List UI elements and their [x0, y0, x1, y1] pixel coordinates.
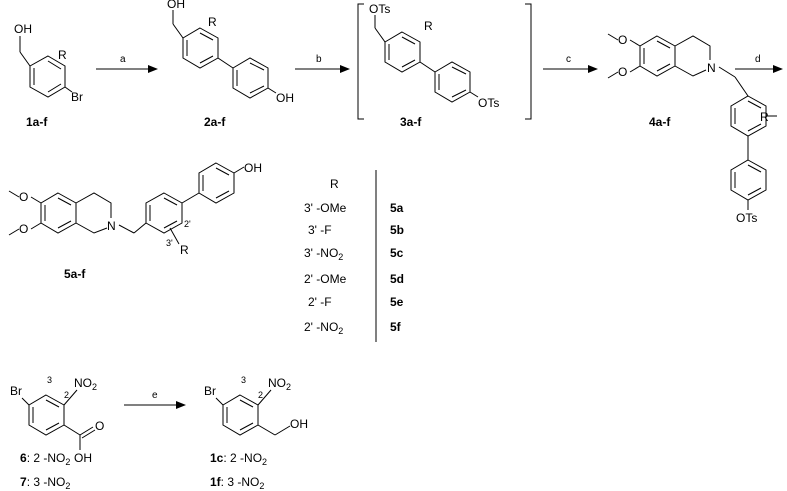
- compound-label-3: 3a-f: [400, 115, 422, 129]
- oh-label: OH: [244, 161, 262, 175]
- o-label: O: [19, 222, 28, 236]
- position-2p-label: 2': [184, 219, 191, 229]
- table-row-sub: 2' -OMe: [304, 272, 347, 286]
- compound-1c-1f-structure: Br 3 2 NO2 OH: [204, 375, 308, 436]
- arrow-e: e: [124, 390, 186, 409]
- arrow-label-e: e: [152, 390, 158, 401]
- r-label: R: [58, 48, 67, 62]
- r-label: R: [424, 19, 433, 33]
- o-label: O: [618, 33, 627, 47]
- r-label: R: [180, 243, 189, 257]
- table-row-sub: 3' -NO2: [304, 246, 343, 262]
- position-3-label: 3: [47, 375, 52, 385]
- table-row-id: 5d: [390, 272, 404, 286]
- oh-label: OH: [276, 91, 294, 105]
- table-row-sub: 2' -NO2: [304, 320, 343, 336]
- position-3p-label: 3': [166, 238, 173, 248]
- compound-1c-caption: 1c: 2 -NO2: [210, 451, 267, 467]
- table-row-sub: 3' -OMe: [304, 201, 347, 215]
- no2-label: NO2: [268, 376, 291, 392]
- table-row-id: 5a: [390, 201, 404, 215]
- n-label: N: [707, 61, 716, 75]
- table-row-id: 5f: [390, 320, 402, 334]
- br-label: Br: [204, 384, 216, 398]
- compound-6-7-structure: Br 3 2 NO2 OH O: [10, 375, 104, 465]
- table-row-id: 5b: [390, 223, 404, 237]
- compound-3-structure: OTs R OTs: [357, 2, 532, 120]
- arrow-label-b: b: [316, 54, 322, 65]
- br-label: Br: [10, 384, 22, 398]
- compound-7-caption: 7: 3 -NO2: [20, 475, 70, 491]
- ots-label: OTs: [369, 2, 390, 16]
- table-row-id: 5c: [390, 246, 404, 260]
- compound-label-2: 2a-f: [204, 115, 226, 129]
- arrow-label-d: d: [755, 54, 761, 65]
- table-header-r: R: [330, 177, 339, 191]
- arrow-b: b: [295, 54, 350, 73]
- compound-label-1: 1a-f: [26, 115, 48, 129]
- o-label: O: [95, 419, 104, 433]
- compound-1f-caption: 1f: 3 -NO2: [210, 475, 264, 491]
- r-label: R: [208, 15, 217, 29]
- o-label: O: [618, 65, 627, 79]
- compound-label-5: 5a-f: [64, 267, 86, 281]
- br-label: Br: [71, 90, 83, 104]
- position-2-label: 2: [258, 390, 263, 400]
- compound-1-structure: OH R Br: [14, 22, 83, 104]
- ots-label: OTs: [478, 96, 499, 110]
- compound-2-structure: OH R OH: [167, 0, 294, 105]
- no2-label: NO2: [74, 376, 97, 392]
- ots-label: OTs: [736, 211, 757, 225]
- oh-label: OH: [74, 451, 92, 465]
- arrow-a: a: [96, 54, 158, 73]
- arrow-label-a: a: [120, 54, 126, 65]
- arrow-c: c: [543, 54, 598, 73]
- compound-6-caption: 6: 2 -NO2: [20, 451, 70, 467]
- table-row-id: 5e: [390, 295, 404, 309]
- oh-label: OH: [14, 22, 32, 36]
- oh-label: OH: [290, 417, 308, 431]
- table-row-sub: 2' -F: [308, 295, 332, 309]
- arrow-label-c: c: [566, 54, 571, 65]
- n-label: N: [107, 219, 116, 233]
- substituent-table: R 3' -OMe 5a 3' -F 5b 3' -NO2 5c 2' -OMe…: [304, 170, 404, 342]
- r-label: R: [760, 110, 769, 124]
- compound-4-structure: O O N R OTs: [607, 33, 777, 225]
- oh-label: OH: [167, 0, 185, 11]
- arrow-d: d: [735, 54, 783, 73]
- position-2-label: 2: [64, 390, 69, 400]
- table-row-sub: 3' -F: [308, 223, 332, 237]
- compound-label-4: 4a-f: [649, 115, 671, 129]
- compound-5-structure: O O N 2' 3' R OH: [8, 161, 262, 257]
- position-3-label: 3: [241, 375, 246, 385]
- o-label: O: [19, 190, 28, 204]
